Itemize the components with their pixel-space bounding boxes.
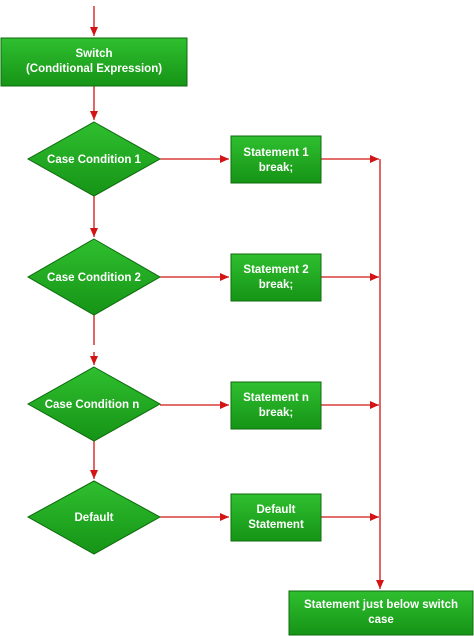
statement-1-box: Statement 1 break; bbox=[230, 135, 322, 184]
connectors bbox=[90, 6, 384, 589]
case-condition-2: Case Condition 2 bbox=[26, 238, 162, 316]
case-condition-1: Case Condition 1 bbox=[26, 121, 162, 197]
switch-box-line2: (Conditional Expression) bbox=[26, 63, 162, 75]
statement-2-line1: Statement 2 bbox=[243, 264, 308, 276]
statement-1-line2: break; bbox=[259, 162, 294, 174]
statement-n-line2: break; bbox=[259, 407, 294, 419]
end-box-line1: Statement just below switch bbox=[304, 599, 458, 611]
default-statement-line1: Default bbox=[257, 504, 296, 516]
default-statement-line2: Statement bbox=[248, 519, 304, 531]
statement-n-line1: Statement n bbox=[243, 392, 309, 404]
case-condition-1-diamond bbox=[26, 121, 162, 197]
default-diamond bbox=[26, 480, 162, 555]
statement-2-shape bbox=[230, 253, 322, 302]
statement-2-line2: break; bbox=[259, 279, 294, 291]
case-condition-2-diamond bbox=[26, 238, 162, 316]
statement-2-box: Statement 2 break; bbox=[230, 253, 322, 302]
default-statement-shape bbox=[230, 493, 322, 542]
end-box: Statement just below switch case bbox=[288, 590, 474, 636]
case-condition-n-label: Case Condition n bbox=[45, 399, 140, 411]
switch-box-shape bbox=[0, 37, 188, 87]
statement-n-shape bbox=[230, 381, 322, 430]
statement-1-line1: Statement 1 bbox=[243, 147, 309, 159]
case-condition-2-label: Case Condition 2 bbox=[47, 272, 141, 284]
case-condition-n-diamond bbox=[26, 366, 162, 442]
default-case: Default bbox=[26, 480, 162, 555]
switch-box-line1: Switch bbox=[75, 48, 112, 60]
end-box-shape bbox=[288, 590, 474, 636]
default-label: Default bbox=[75, 512, 114, 524]
switch-box: Switch (Conditional Expression) bbox=[0, 37, 188, 87]
case-condition-1-label: Case Condition 1 bbox=[47, 154, 142, 166]
default-statement-box: Default Statement bbox=[230, 493, 322, 542]
end-box-line2: case bbox=[368, 614, 394, 626]
statement-1-shape bbox=[230, 135, 322, 184]
case-condition-n: Case Condition n bbox=[26, 366, 162, 442]
statement-n-box: Statement n break; bbox=[230, 381, 322, 430]
